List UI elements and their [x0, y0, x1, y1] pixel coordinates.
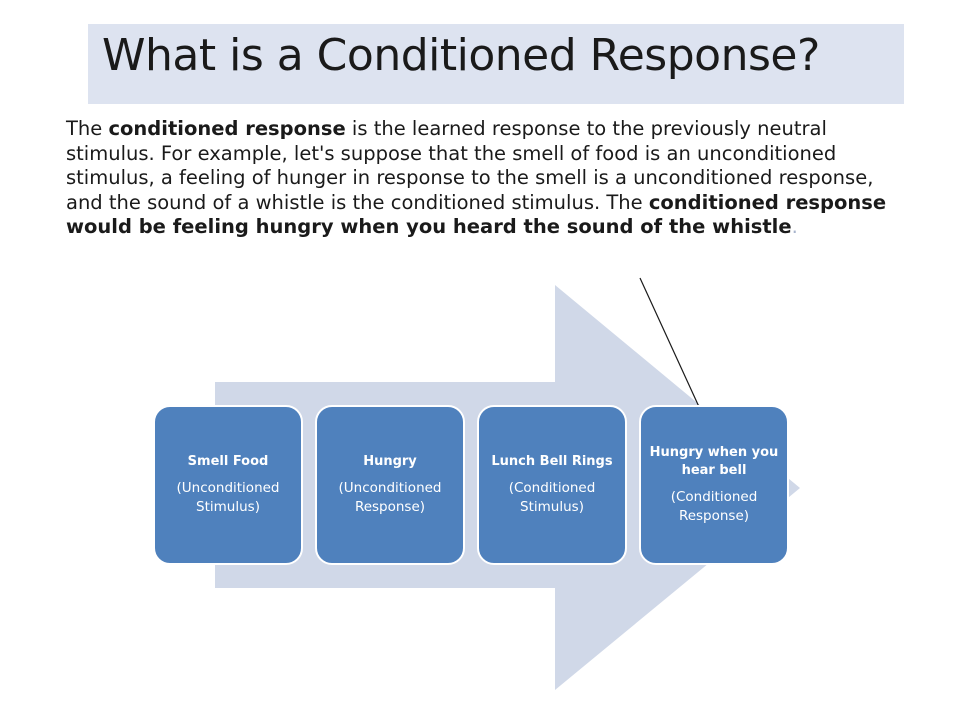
step-title: Lunch Bell Rings — [491, 454, 613, 469]
definition-paragraph: The conditioned response is the learned … — [66, 117, 896, 240]
step-subtitle: (Conditioned Stimulus) — [508, 480, 596, 515]
step-title: Hungry — [363, 454, 417, 469]
step-box-hungry-when-bell: Hungry when you hear bell (Conditioned R… — [639, 405, 789, 565]
step-box-smell-food: Smell Food (Unconditioned Stimulus) — [153, 405, 303, 565]
paragraph-period: . — [791, 215, 798, 238]
paragraph-text: The — [66, 117, 109, 140]
paragraph-bold-conclusion: conditioned response would be feeling hu… — [66, 190, 887, 239]
step-box-hungry: Hungry (Unconditioned Response) — [315, 405, 465, 565]
paragraph-text: is the learned response to the previousl… — [66, 117, 874, 214]
slide-title: What is a Conditioned Response? — [102, 30, 820, 81]
step-subtitle: (Unconditioned Stimulus) — [176, 480, 280, 515]
step-title: Hungry when you hear bell — [649, 445, 779, 478]
step-title: Smell Food — [187, 454, 269, 469]
step-box-lunch-bell: Lunch Bell Rings (Conditioned Stimulus) — [477, 405, 627, 565]
step-subtitle: (Conditioned Response) — [670, 489, 758, 524]
paragraph-bold-term: conditioned response — [108, 117, 346, 140]
title-band — [88, 24, 904, 104]
step-subtitle: (Unconditioned Response) — [338, 480, 442, 515]
